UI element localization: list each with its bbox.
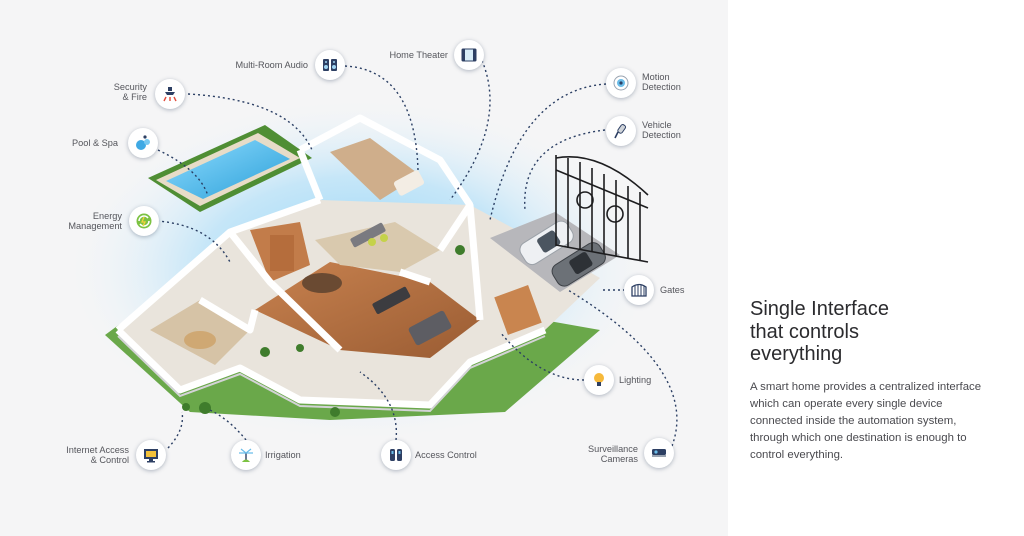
gate bbox=[555, 155, 649, 263]
plants bbox=[182, 245, 465, 417]
feature-label: Gates bbox=[660, 285, 685, 295]
feature-label: Security & Fire bbox=[113, 82, 147, 102]
feature-label: Motion Detection bbox=[642, 72, 681, 92]
feature-label: Energy Management bbox=[68, 211, 122, 231]
headline-line: that controls bbox=[750, 320, 859, 343]
monitor-icon bbox=[136, 440, 166, 470]
speaker-icon bbox=[315, 50, 345, 80]
irrigation-icon bbox=[231, 440, 261, 470]
description: A smart home provides a centralized inte… bbox=[750, 381, 982, 461]
sprinkler-icon bbox=[155, 79, 185, 109]
headline: Single Interface that controls everythin… bbox=[750, 298, 1000, 366]
bubbles-icon bbox=[128, 128, 158, 158]
headline-line: everything bbox=[750, 343, 843, 365]
theater-icon bbox=[454, 40, 484, 70]
illustration-area: Multi-Room Audio Home Theater Security &… bbox=[66, 40, 685, 470]
car-grey bbox=[551, 242, 606, 287]
feature-label: Surveillance Cameras bbox=[587, 444, 638, 464]
car-white bbox=[519, 220, 574, 266]
feature-label: Internet Access & Control bbox=[66, 445, 129, 465]
feature-label: Lighting bbox=[619, 375, 652, 385]
gate-icon bbox=[624, 275, 654, 305]
house-illustration bbox=[70, 55, 678, 449]
key-fob-icon bbox=[606, 116, 636, 146]
feature-label: Vehicle Detection bbox=[642, 120, 681, 140]
walls bbox=[115, 114, 547, 409]
garage bbox=[490, 212, 620, 292]
feature-label: Irrigation bbox=[265, 450, 301, 460]
feature-label: Multi-Room Audio bbox=[235, 60, 308, 70]
headline-line: Single Interface bbox=[750, 298, 889, 320]
camera-icon bbox=[644, 438, 674, 468]
connector-lines bbox=[156, 55, 678, 449]
access-reader-icon bbox=[381, 440, 411, 470]
feature-label: Access Control bbox=[415, 450, 477, 460]
feature-label: Home Theater bbox=[389, 50, 448, 60]
wall-shadow bbox=[117, 335, 546, 413]
pool-area bbox=[148, 125, 312, 212]
motion-sensor-icon bbox=[606, 68, 636, 98]
feature-label: Pool & Spa bbox=[72, 138, 118, 148]
info-panel: Single Interface that controls everythin… bbox=[728, 0, 1024, 536]
lightbulb-icon bbox=[584, 365, 614, 395]
recycle-energy-icon bbox=[129, 206, 159, 236]
furniture bbox=[184, 170, 542, 349]
kitchen-floor bbox=[315, 222, 440, 272]
